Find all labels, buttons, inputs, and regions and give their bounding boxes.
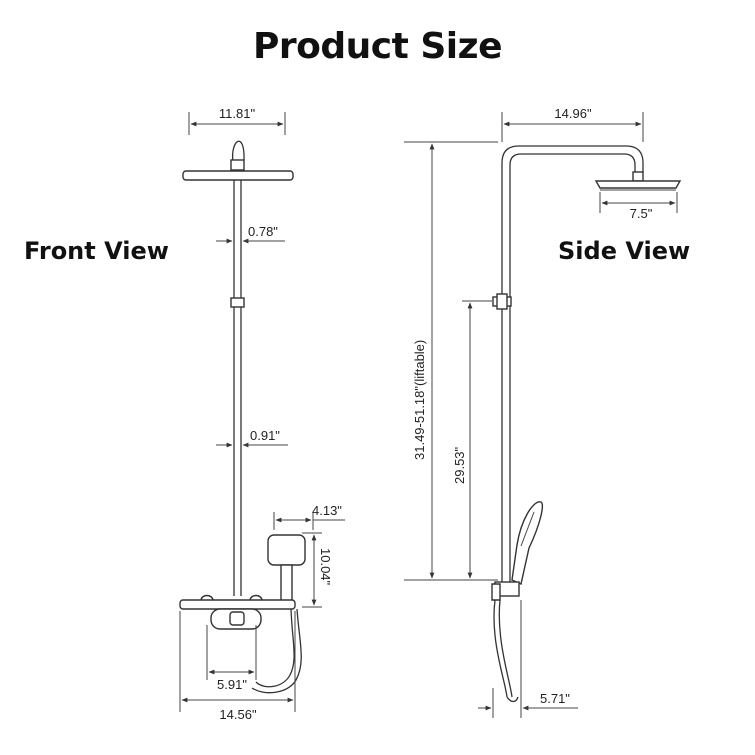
total-height-label: 31.49-51.18"(liftable) xyxy=(412,340,427,460)
slide-bracket xyxy=(492,293,512,310)
front-pipe xyxy=(230,180,245,596)
slide-height-label: 29.53" xyxy=(452,446,467,484)
front-view-drawing: 11.81" 0.78" 0.91" xyxy=(179,106,345,722)
shelf-and-valves xyxy=(179,594,302,694)
shelf-width-label: 14.56" xyxy=(219,707,257,722)
slide-height-dimension: 29.53" xyxy=(452,300,492,581)
handset-offset-dimension: 4.13" xyxy=(273,503,345,530)
pipe-upper-dimension: 0.78" xyxy=(216,224,285,244)
head-width-label: 11.81" xyxy=(219,106,256,121)
wall-offset-dimension: 5.71" xyxy=(478,600,578,718)
total-height-dimension: 31.49-51.18"(liftable) xyxy=(404,141,498,581)
handset-height-label: 10.04" xyxy=(318,548,333,586)
pipe-lower-dimension: 0.91" xyxy=(216,428,288,448)
front-view-label: Front View xyxy=(24,237,169,265)
handset-height-dimension: 10.04" xyxy=(302,532,333,608)
arm-reach-label: 14.96" xyxy=(554,106,592,121)
hand-shower-front xyxy=(267,534,306,606)
rain-head-front xyxy=(182,140,294,181)
side-view-label: Side View xyxy=(558,237,691,265)
shelf-width-dimension: 14.56" xyxy=(179,611,296,722)
side-view-drawing: 14.96" 7.5" 31.49-51.18"(liftable) xyxy=(404,106,682,718)
wall-offset-label: 5.71" xyxy=(540,691,570,706)
arm-reach-dimension: 14.96" xyxy=(501,106,644,142)
rain-head-side xyxy=(594,171,682,191)
valve-spacing-dimension: 5.91" xyxy=(206,625,257,692)
valve-spacing-label: 5.91" xyxy=(217,677,247,692)
handset-offset-label: 4.13" xyxy=(312,503,342,518)
pipe-lower-label: 0.91" xyxy=(250,428,280,443)
pipe-upper-label: 0.78" xyxy=(248,224,278,239)
hand-shower-side xyxy=(491,501,544,601)
side-riser-pipe xyxy=(501,145,644,590)
page-title: Product Size xyxy=(253,26,503,67)
head-width-dimension: 11.81" xyxy=(188,106,286,135)
head-diameter-label: 7.5" xyxy=(630,206,653,221)
head-diameter-dimension: 7.5" xyxy=(599,192,678,221)
hose-side xyxy=(493,599,519,703)
